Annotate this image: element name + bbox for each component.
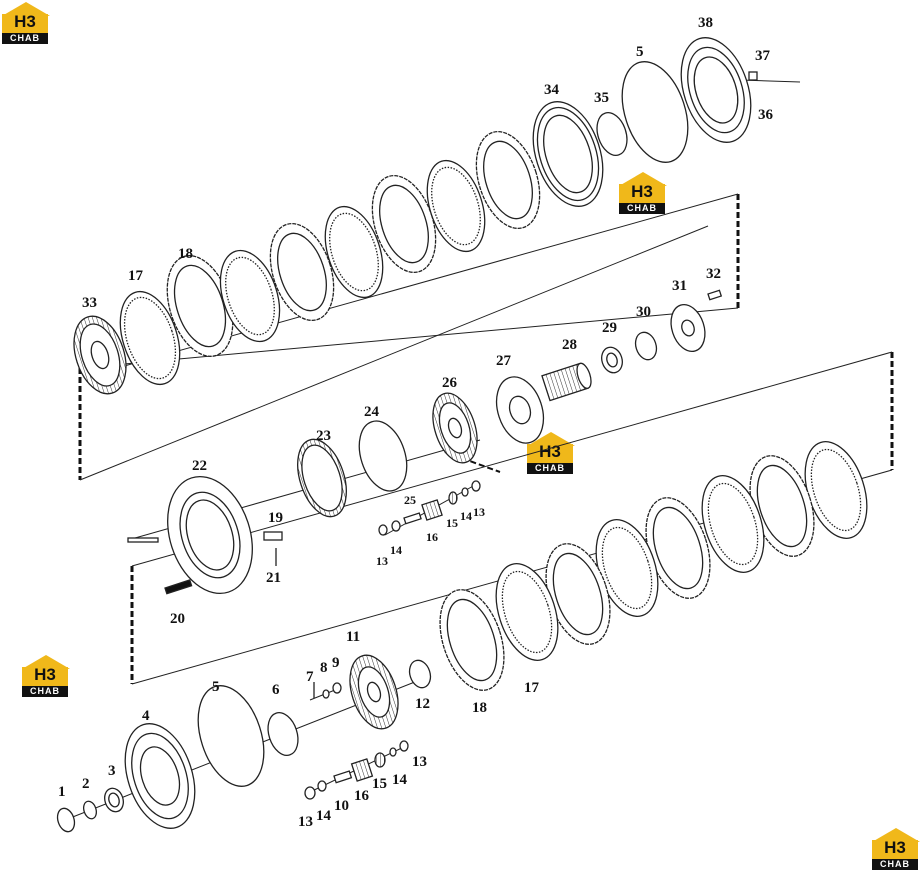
- callout-13-middle-right: 13: [473, 505, 485, 519]
- middle-assembly: [127, 289, 723, 595]
- brand-logo-top-left: H3 CHAB: [0, 2, 50, 44]
- callout-20: 20: [170, 611, 185, 627]
- callout-30: 30: [636, 304, 651, 320]
- callout-8: 8: [320, 660, 328, 676]
- callout-33: 33: [82, 295, 97, 311]
- callout-37: 37: [755, 48, 771, 64]
- callout-13-lower-left: 13: [298, 814, 313, 830]
- upper-clutch-disc-stack: [119, 37, 758, 386]
- callout-10: 10: [334, 798, 349, 814]
- callout-11: 11: [346, 629, 360, 645]
- callout-21: 21: [266, 570, 281, 586]
- callout-4: 4: [142, 708, 150, 724]
- callout-28: 28: [562, 337, 577, 353]
- logo-mark: H3: [14, 12, 36, 31]
- callout-15-middle: 15: [446, 516, 458, 530]
- callout-18-lower: 18: [472, 700, 487, 716]
- callout-17-lower: 17: [524, 680, 540, 696]
- callout-36: 36: [758, 107, 774, 123]
- logo-brand: CHAB: [619, 203, 665, 214]
- callout-14-middle-right: 14: [460, 509, 472, 523]
- lower-clutch-disc-stack: [56, 441, 868, 833]
- callout-38: 38: [698, 15, 713, 31]
- callout-18-upper: 18: [178, 246, 193, 262]
- gear-33: [73, 315, 127, 395]
- brand-logo-upper-right: H3 CHAB: [617, 172, 667, 214]
- logo-brand: CHAB: [527, 463, 573, 474]
- callout-19: 19: [268, 510, 283, 526]
- callout-16-lower: 16: [354, 788, 370, 804]
- callout-16-middle: 16: [426, 530, 438, 544]
- logo-brand: CHAB: [872, 859, 918, 870]
- dashed-connectors: [78, 194, 894, 684]
- callout-29: 29: [602, 320, 617, 336]
- callout-12: 12: [415, 696, 430, 712]
- callout-17-upper: 17: [128, 268, 144, 284]
- callout-5-upper: 5: [636, 44, 644, 60]
- callout-22: 22: [192, 458, 207, 474]
- callout-13-middle-left: 13: [376, 554, 388, 568]
- brand-logo-left: H3 CHAB: [20, 655, 70, 697]
- callout-labels: 1 2 3 4 5 6 7 8 9 11 12 18 17 13 14 10 1…: [58, 15, 774, 830]
- callout-32: 32: [706, 266, 721, 282]
- callout-14-lower-right: 14: [392, 772, 408, 788]
- callout-27: 27: [496, 353, 512, 369]
- callout-9: 9: [332, 655, 340, 671]
- logo-brand: CHAB: [22, 686, 68, 697]
- callout-26: 26: [442, 375, 458, 391]
- callout-14-middle-left: 14: [390, 543, 402, 557]
- callout-15-lower: 15: [372, 776, 387, 792]
- callout-14-lower-left: 14: [316, 808, 332, 824]
- callout-31: 31: [672, 278, 687, 294]
- callout-1: 1: [58, 784, 66, 800]
- brand-logo-bottom-right: H3 CHAB: [870, 828, 920, 870]
- logo-mark: H3: [884, 838, 906, 857]
- callout-7: 7: [306, 669, 314, 685]
- callout-5-lower: 5: [212, 679, 220, 695]
- callout-25: 25: [404, 493, 416, 507]
- callout-13-lower-right: 13: [412, 754, 427, 770]
- callout-6: 6: [272, 682, 280, 698]
- logo-mark: H3: [34, 665, 56, 684]
- logo-mark: H3: [631, 182, 653, 201]
- callout-34: 34: [544, 82, 560, 98]
- callout-23: 23: [316, 428, 331, 444]
- callout-2: 2: [82, 776, 90, 792]
- callout-35: 35: [594, 90, 609, 106]
- logo-brand: CHAB: [2, 33, 48, 44]
- callout-24: 24: [364, 404, 380, 420]
- callout-3: 3: [108, 763, 116, 779]
